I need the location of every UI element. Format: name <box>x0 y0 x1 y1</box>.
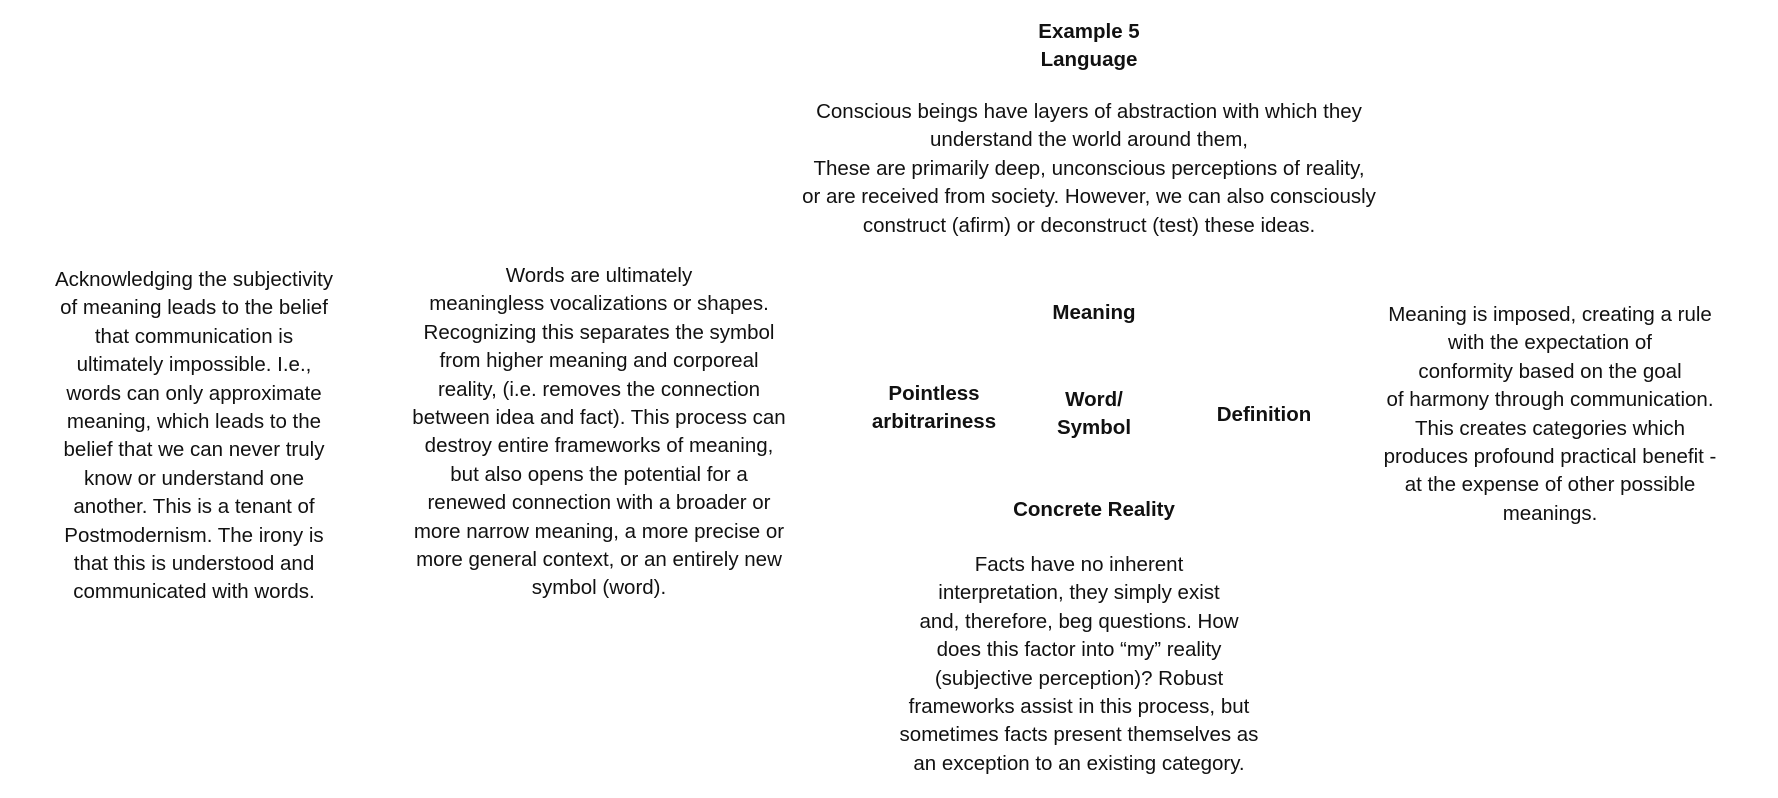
page-title: Example 5 Language <box>939 18 1239 74</box>
title-topic: Language <box>1040 48 1138 71</box>
diagram-label-word-symbol: Word/ Symbol <box>1056 388 1132 440</box>
diagram-label-meaning: Meaning <box>1052 301 1136 324</box>
definition-text: Meaning is imposed, creating a rule with… <box>1383 303 1717 525</box>
concrete-reality-text: Facts have no inherent interpretation, t… <box>899 553 1259 775</box>
postmodernism-text: Acknowledging the subjectivity of meanin… <box>54 268 334 604</box>
title-example-number: Example 5 <box>1038 20 1140 43</box>
pointless-arbitrariness-text: Words are ultimately meaningless vocaliz… <box>412 264 786 600</box>
intro-text: Conscious beings have layers of abstract… <box>802 100 1376 237</box>
diagram-label-concrete-reality: Concrete Reality <box>1013 498 1175 521</box>
diagram-label-pointless-arbitrariness: Pointless arbitrariness <box>871 382 997 434</box>
diagram-label-definition: Definition <box>1216 403 1312 426</box>
